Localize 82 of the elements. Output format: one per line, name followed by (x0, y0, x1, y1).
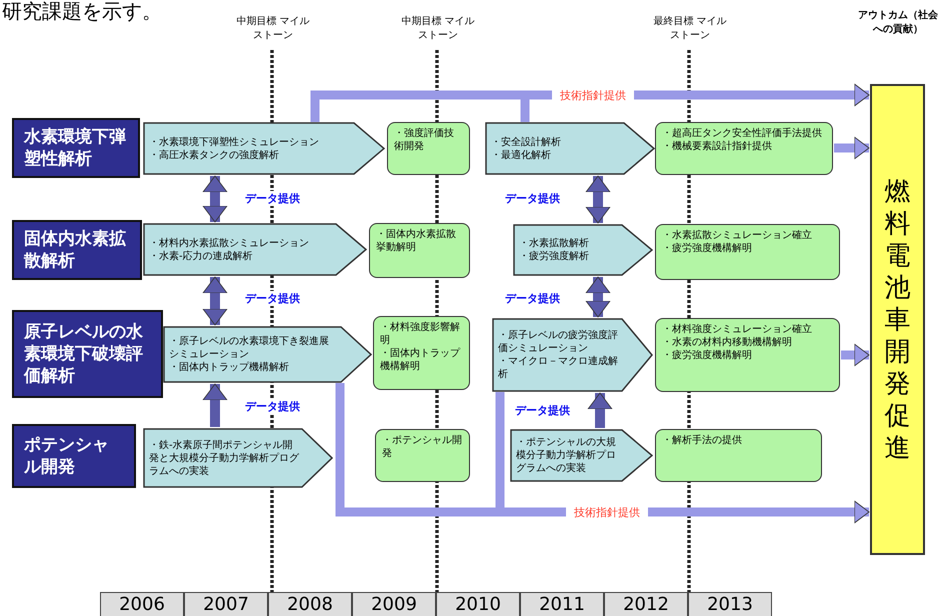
row-heading-box (12, 424, 136, 488)
process-arrow-box (485, 122, 655, 175)
row-heading: ポテンシャル開発 (24, 434, 110, 478)
arrow (834, 136, 870, 160)
process-arrow-box (143, 122, 385, 175)
year-cell: 2013 (688, 592, 772, 616)
item-text: ・材料強度シミュレーション確立 (662, 323, 813, 336)
arrow (841, 344, 870, 366)
item-text: ・固体内水素拡散挙動解明 (376, 228, 457, 254)
item-text: ・解析手法の提供 (662, 434, 743, 447)
item-text: ・水素拡散シミュレーション確立 (662, 229, 813, 242)
edge-label: データ提供 (243, 291, 302, 306)
year-cell: 2009 (352, 592, 436, 616)
row-heading: 水素環境下弾塑性解析 (24, 126, 127, 170)
arrow (586, 276, 610, 318)
item-text: ・疲労強度機構解明 (662, 242, 753, 255)
item-text: ・疲労強度機構解明 (662, 349, 753, 362)
year-cell: 2011 (520, 592, 604, 616)
column-heading: アウトカム（社会への貢献） (858, 8, 938, 36)
process-arrow-box (143, 428, 333, 488)
result-box (369, 223, 470, 278)
item-text: ・ポテンシャルの大規模分子動力学解析プログラムへの実装 (516, 436, 617, 475)
caption-text: 研究課題を示す。 (2, 0, 162, 25)
edge-label: データ提供 (243, 399, 302, 414)
item-text: ・材料強度影響解明 (380, 321, 461, 347)
arrow (202, 176, 228, 222)
item-text: ・固体内トラップ機構解明 (380, 347, 462, 373)
milestone-label: 中期目標 マイルストーン (401, 14, 475, 42)
year-cell: 2006 (100, 592, 184, 616)
item-text: ・原子レベルの水素環境下き裂進展シミュレーション (169, 335, 330, 361)
edge-label: 技術指針提供 (552, 88, 634, 103)
item-text: ・強度評価技術開発 (394, 127, 455, 153)
item-text: ・水素-応力の連成解析 (149, 250, 254, 262)
year-cell: 2012 (604, 592, 688, 616)
outcome-text: 燃料電池車開発促進 (884, 176, 912, 464)
row-heading: 原子レベルの水素環境下破壊評価解析 (24, 321, 144, 387)
item-text: ・最適化解析 (491, 148, 552, 162)
item-text: ・超高圧タンク安全性評価手法提供 (662, 127, 823, 140)
result-box (655, 318, 840, 392)
arrow (202, 384, 228, 427)
arrow (202, 276, 228, 326)
item-text: ・ポテンシャル開発 (382, 434, 463, 460)
result-box (655, 429, 822, 482)
arrow (588, 392, 612, 428)
edge-label: データ提供 (503, 291, 562, 306)
item-text: ・安全設計解析 (491, 136, 562, 148)
edge-label: 技術指針提供 (566, 505, 648, 520)
item-text: ・材料内水素拡散シミュレーション (149, 236, 310, 250)
arrow (586, 176, 610, 224)
item-text: ・疲労強度解析 (519, 250, 590, 263)
process-arrow-box (492, 318, 653, 392)
milestone-label: 最終目標 マイルストーン (653, 14, 727, 42)
result-box (375, 429, 470, 482)
year-cell: 2007 (184, 592, 268, 616)
edge-label: データ提供 (513, 403, 572, 418)
result-box (655, 224, 840, 280)
process-arrow-box (513, 224, 653, 276)
row-heading-box (12, 220, 142, 280)
item-text: ・水素拡散解析 (519, 237, 590, 250)
process-arrow-box (510, 429, 653, 482)
item-text: ・マイクロ－マクロ連成解析 (498, 355, 619, 381)
item-text: ・鉄-水素原子間ポテンシャル開発と大規模分子動力学解析プログラムへの実装 (149, 438, 299, 478)
row-heading: 固体内水素拡散解析 (24, 228, 127, 272)
item-text: ・機械要素設計指針提供 (662, 140, 773, 153)
row-heading-box (12, 118, 140, 178)
year-cell: 2008 (268, 592, 352, 616)
item-text: ・固体内トラップ機構解析 (169, 361, 290, 374)
milestone-label: 中期目標 マイルストーン (236, 14, 310, 42)
item-text: ・水素環境下弾塑性シミュレーション (149, 136, 320, 148)
edge-label: データ提供 (503, 191, 562, 206)
result-box (373, 316, 470, 390)
item-text: ・高圧水素タンクの強度解析 (149, 148, 280, 162)
year-cell: 2010 (436, 592, 520, 616)
result-box (387, 122, 470, 175)
process-arrow-box (163, 326, 372, 383)
item-text: ・水素の材料内移動機構解明 (662, 336, 793, 349)
result-box (655, 122, 833, 175)
outcome-box (870, 84, 925, 555)
item-text: ・原子レベルの疲労強度評価シミュレーション (498, 329, 619, 355)
row-heading-box (12, 310, 163, 398)
edge-label: データ提供 (243, 191, 302, 206)
process-arrow-box (143, 223, 367, 276)
